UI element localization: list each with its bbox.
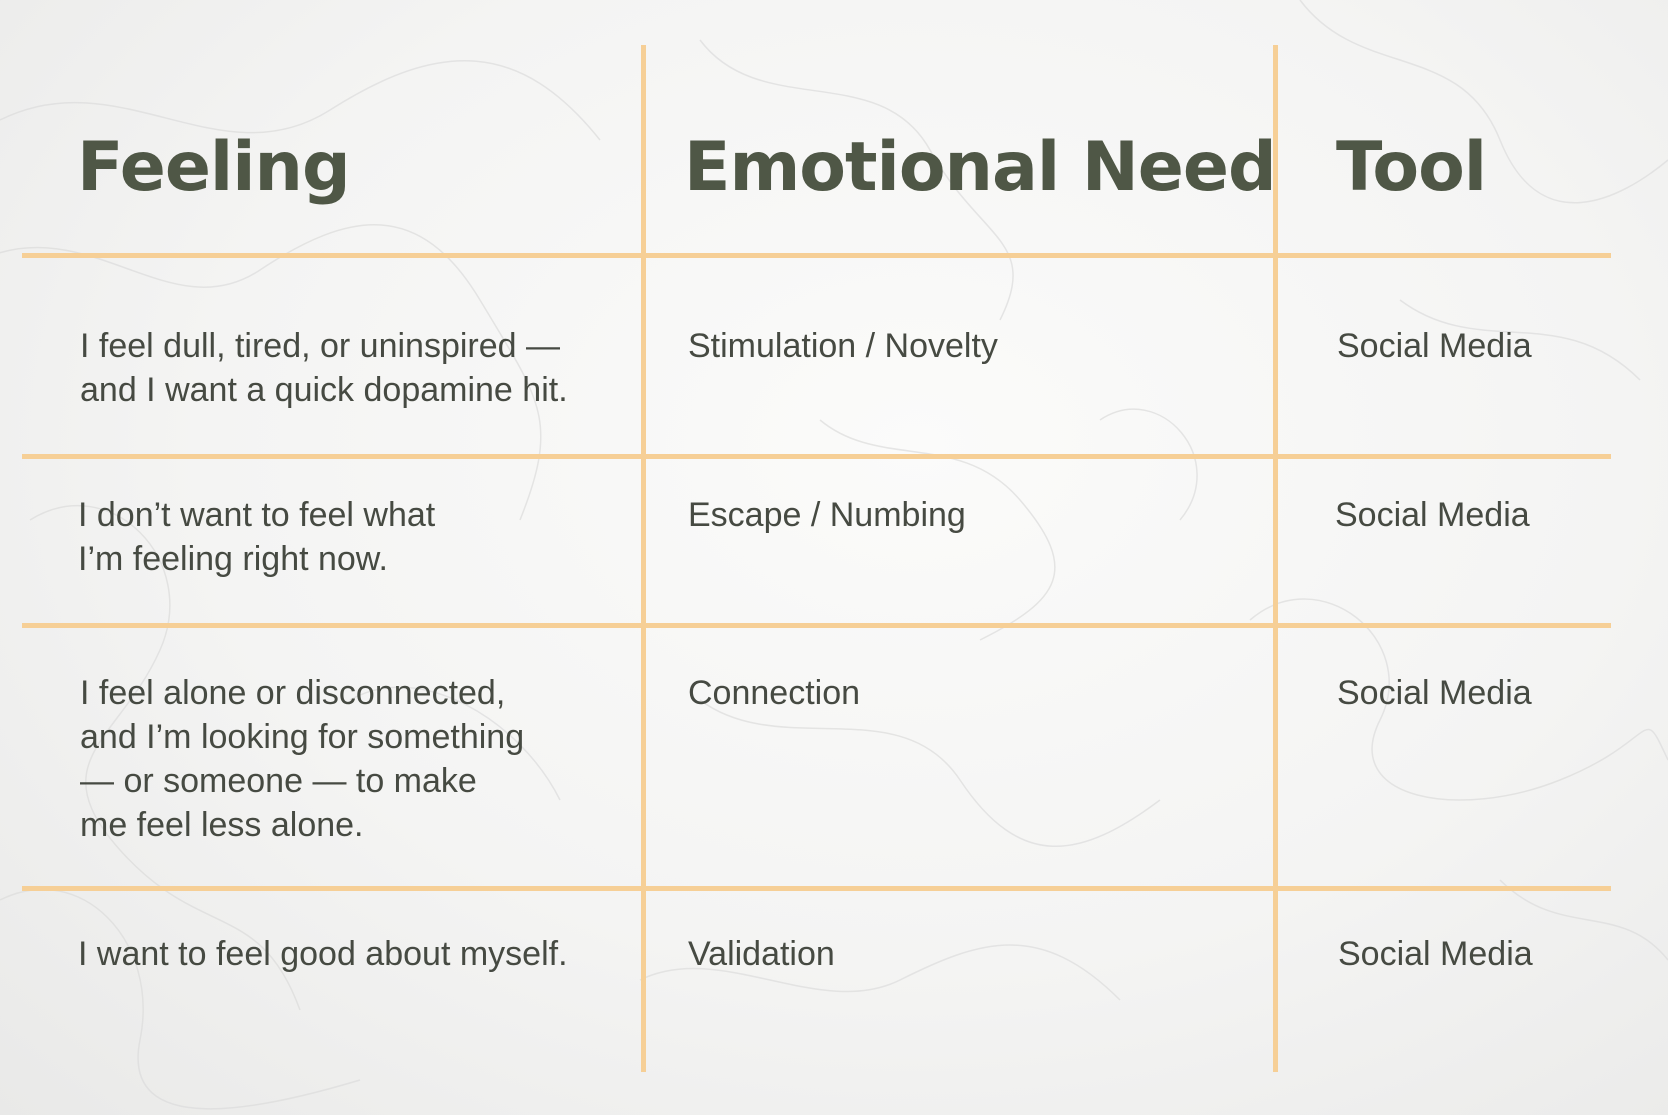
row-2-tool: Social Media <box>1335 496 1530 534</box>
column-divider-2 <box>1273 45 1278 1072</box>
column-divider-1 <box>641 45 646 1072</box>
row-1-feeling: I feel dull, tired, or uninspired — and … <box>80 327 568 409</box>
row-3-feeling: I feel alone or disconnected, and I’m lo… <box>80 674 525 844</box>
header-divider <box>22 253 1611 258</box>
row-divider-2 <box>22 623 1611 628</box>
row-2-feeling: I don’t want to feel what I’m feeling ri… <box>78 496 436 578</box>
row-2-emotional-need: Escape / Numbing <box>688 496 966 534</box>
row-divider-3 <box>22 886 1611 891</box>
row-4-emotional-need: Validation <box>688 935 835 973</box>
header-tool: Tool <box>1336 128 1487 207</box>
row-4-feeling: I want to feel good about myself. <box>78 935 568 973</box>
row-1-tool: Social Media <box>1337 327 1532 365</box>
header-emotional-need: Emotional Need <box>684 128 1277 207</box>
row-3-emotional-need: Connection <box>688 674 861 712</box>
header-feeling: Feeling <box>77 128 351 207</box>
row-4-tool: Social Media <box>1338 935 1533 973</box>
row-divider-1 <box>22 454 1611 459</box>
row-3-tool: Social Media <box>1337 674 1532 712</box>
row-1-emotional-need: Stimulation / Novelty <box>688 327 998 365</box>
